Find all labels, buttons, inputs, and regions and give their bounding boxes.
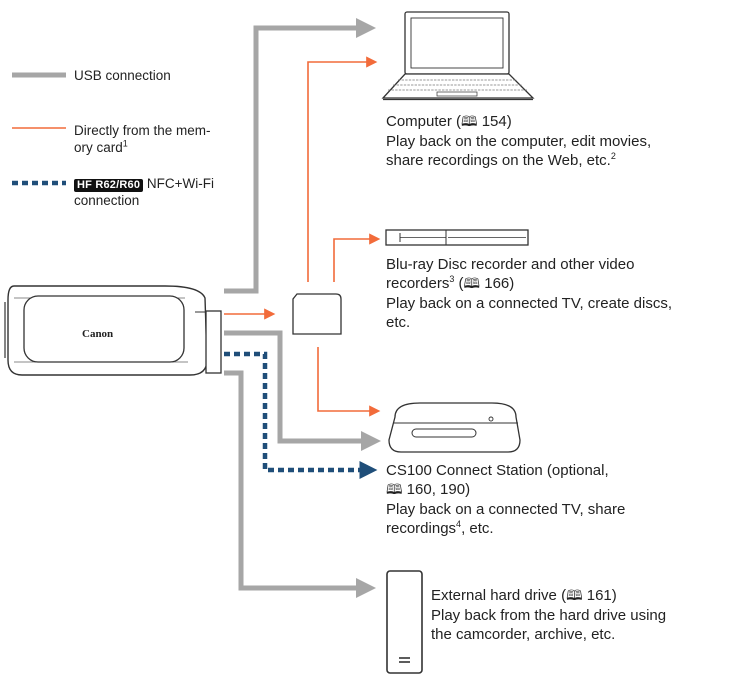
- hdd-desc-line2: the camcorder, archive, etc.: [431, 626, 616, 643]
- bluray-title-line1: Blu-ray Disc recorder and other video: [386, 256, 635, 273]
- memory-card-icon: [292, 293, 342, 335]
- usb-connection-lines: [224, 18, 381, 598]
- book-icon: 🕮: [386, 482, 403, 498]
- legend-card-label-line2: ory card1: [74, 139, 211, 156]
- bluray-recorder-icon: [385, 229, 529, 246]
- station-desc-tail: , etc.: [461, 520, 494, 537]
- laptop-icon: [381, 11, 535, 101]
- station-title-line1: CS100 Connect Station (optional,: [386, 462, 609, 479]
- footnote-marker: 3: [449, 274, 455, 284]
- book-icon: 🕮: [566, 588, 583, 604]
- hdd-desc-line1: Play back from the hard drive using: [431, 607, 667, 624]
- legend-wifi-label-line2: connection: [74, 193, 140, 208]
- bluray-desc-line2: etc.: [386, 314, 411, 331]
- legend-usb-label: USB connection: [74, 68, 171, 83]
- bluray-description: Blu-ray Disc recorder and other video re…: [386, 255, 672, 332]
- book-icon: 🕮: [461, 114, 478, 130]
- footnote-marker: 1: [122, 138, 128, 149]
- hdd-title-text: External hard drive (: [431, 587, 567, 604]
- legend-card-label: Directly from the mem- ory card1: [74, 122, 211, 156]
- bluray-title-line2: recorders3 (🕮 166): [386, 274, 672, 294]
- legend-wifi-label-text: NFC+Wi-Fi: [143, 176, 215, 191]
- computer-desc-text: share recordings on the Web, etc.: [386, 152, 611, 169]
- computer-description: Computer (🕮 154) Play back on the comput…: [386, 112, 651, 170]
- station-description: CS100 Connect Station (optional, 🕮 160, …: [386, 461, 625, 538]
- book-icon: 🕮: [463, 276, 481, 292]
- page-ref: 160, 190): [402, 481, 471, 498]
- legend-wifi-label: HF R62/R60 NFC+Wi-Fi connection: [74, 175, 214, 209]
- bluray-desc-line1: Play back on a connected TV, create disc…: [386, 295, 673, 312]
- wifi-connection-line: [224, 351, 378, 479]
- station-title-line2: 🕮 160, 190): [386, 480, 625, 500]
- connect-station-icon: [388, 402, 521, 453]
- camcorder-icon: [4, 285, 222, 376]
- station-desc-text: recordings: [386, 520, 457, 537]
- footnote-marker: 4: [456, 519, 462, 529]
- model-badge: HF R62/R60: [74, 179, 144, 192]
- hdd-title: External hard drive (🕮 161): [431, 586, 666, 606]
- page-ref: 161): [582, 587, 617, 604]
- legend-wifi-label-line1: HF R62/R60 NFC+Wi-Fi: [74, 175, 214, 192]
- page-ref: 166): [480, 275, 515, 292]
- bluray-title-text: recorders: [386, 275, 450, 292]
- legend-card-label-line1: Directly from the mem-: [74, 123, 211, 138]
- hdd-description: External hard drive (🕮 161) Play back fr…: [431, 586, 666, 644]
- bluray-paren: (: [454, 275, 464, 292]
- camcorder-brand: Canon: [82, 328, 113, 340]
- footnote-marker: 2: [610, 151, 616, 161]
- station-desc-line1: Play back on a connected TV, share: [386, 501, 626, 518]
- computer-title-text: Computer (: [386, 113, 462, 130]
- card-connection-lines: [224, 56, 381, 417]
- legend-card-label-text: ory card: [74, 140, 123, 155]
- computer-desc-line2: share recordings on the Web, etc.2: [386, 151, 651, 170]
- station-desc-line2: recordings4, etc.: [386, 519, 625, 538]
- computer-title: Computer (🕮 154): [386, 112, 651, 132]
- hard-drive-icon: [386, 570, 423, 674]
- page-ref: 154): [477, 113, 512, 130]
- computer-desc-line1: Play back on the computer, edit movies,: [386, 133, 652, 150]
